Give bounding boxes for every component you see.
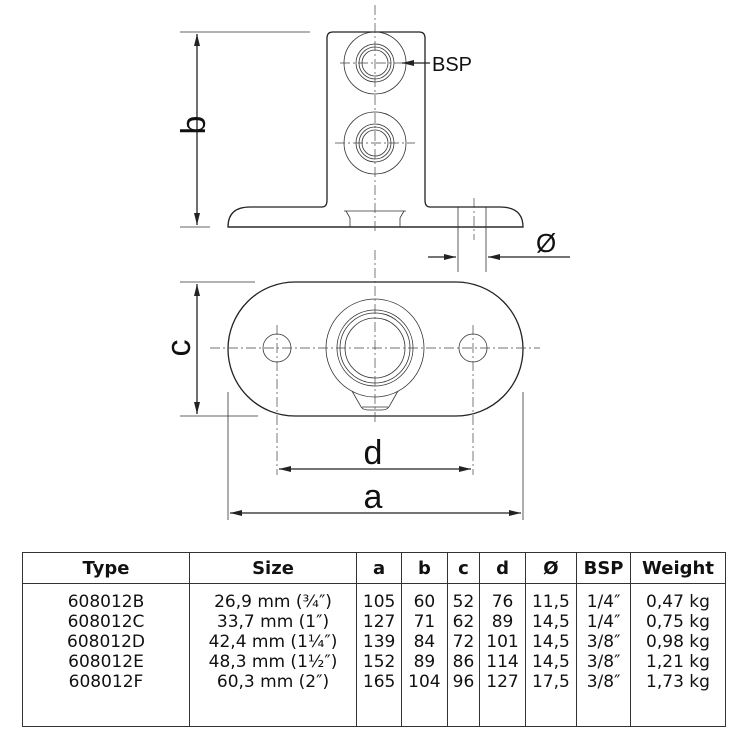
header-bsp: BSP — [576, 552, 631, 584]
header-d: d — [479, 552, 526, 584]
cell-a: 105 — [355, 583, 402, 612]
cell-d: 101 — [479, 632, 526, 652]
cell-type: 608012E — [22, 652, 190, 672]
header-c: c — [446, 552, 480, 584]
bsp-callout-label: BSP — [432, 54, 472, 76]
dim-c-label: c — [160, 340, 198, 357]
empty-cell — [22, 692, 190, 727]
cell-a: 152 — [355, 652, 402, 672]
side-view: b BSP Ø — [175, 5, 570, 272]
empty-cell — [189, 692, 357, 727]
cell-diameter: 14,5 — [524, 652, 577, 672]
header-a: a — [355, 552, 402, 584]
table-filler-row — [22, 692, 726, 727]
cell-weight: 0,47 kg — [630, 583, 726, 612]
cell-bsp: 1/4″ — [576, 583, 631, 612]
cell-diameter: 14,5 — [524, 612, 577, 632]
technical-drawing: b BSP Ø c d a — [160, 5, 570, 520]
cell-size: 48,3 mm (1½″) — [189, 652, 357, 672]
cell-b: 71 — [401, 612, 448, 632]
cell-bsp: 3/8″ — [576, 672, 631, 692]
cell-bsp: 1/4″ — [576, 612, 631, 632]
header-size: Size — [189, 552, 357, 584]
header-type: Type — [22, 552, 190, 584]
empty-cell — [630, 692, 726, 727]
header-diameter: Ø — [524, 552, 577, 584]
cell-weight: 1,73 kg — [630, 672, 726, 692]
empty-cell — [401, 692, 448, 727]
cell-b: 104 — [401, 672, 448, 692]
cell-a: 127 — [355, 612, 402, 632]
cell-diameter: 11,5 — [524, 583, 577, 612]
cell-c: 52 — [446, 583, 480, 612]
empty-cell — [576, 692, 631, 727]
cell-d: 89 — [479, 612, 526, 632]
cell-d: 127 — [479, 672, 526, 692]
cell-b: 84 — [401, 632, 448, 652]
cell-d: 76 — [479, 583, 526, 612]
cell-diameter: 14,5 — [524, 632, 577, 652]
cell-c: 86 — [446, 652, 480, 672]
empty-cell — [446, 692, 480, 727]
cell-type: 608012C — [22, 612, 190, 632]
top-view: c d a — [160, 250, 540, 520]
cell-size: 33,7 mm (1″) — [189, 612, 357, 632]
table-header-row: Type Size a b c d Ø BSP Weight — [22, 552, 726, 584]
empty-cell — [524, 692, 577, 727]
cell-d: 114 — [479, 652, 526, 672]
cell-size: 42,4 mm (1¼″) — [189, 632, 357, 652]
cell-size: 60,3 mm (2″) — [189, 672, 357, 692]
cell-type: 608012D — [22, 632, 190, 652]
dim-d-label: d — [364, 434, 383, 472]
empty-cell — [355, 692, 402, 727]
cell-type: 608012B — [22, 583, 190, 612]
dim-a-label: a — [364, 478, 383, 516]
cell-b: 89 — [401, 652, 448, 672]
dim-diameter-label: Ø — [536, 228, 556, 258]
cell-size: 26,9 mm (¾″) — [189, 583, 357, 612]
cell-weight: 0,75 kg — [630, 612, 726, 632]
cell-bsp: 3/8″ — [576, 632, 631, 652]
cell-a: 139 — [355, 632, 402, 652]
header-b: b — [401, 552, 448, 584]
cell-weight: 1,21 kg — [630, 652, 726, 672]
cell-c: 72 — [446, 632, 480, 652]
dim-b-label: b — [175, 116, 213, 135]
cell-type: 608012F — [22, 672, 190, 692]
cell-weight: 0,98 kg — [630, 632, 726, 652]
cell-bsp: 3/8″ — [576, 652, 631, 672]
cell-c: 96 — [446, 672, 480, 692]
empty-cell — [479, 692, 526, 727]
cell-a: 165 — [355, 672, 402, 692]
cell-diameter: 17,5 — [524, 672, 577, 692]
cell-b: 60 — [401, 583, 448, 612]
header-weight: Weight — [630, 552, 726, 584]
cell-c: 62 — [446, 612, 480, 632]
